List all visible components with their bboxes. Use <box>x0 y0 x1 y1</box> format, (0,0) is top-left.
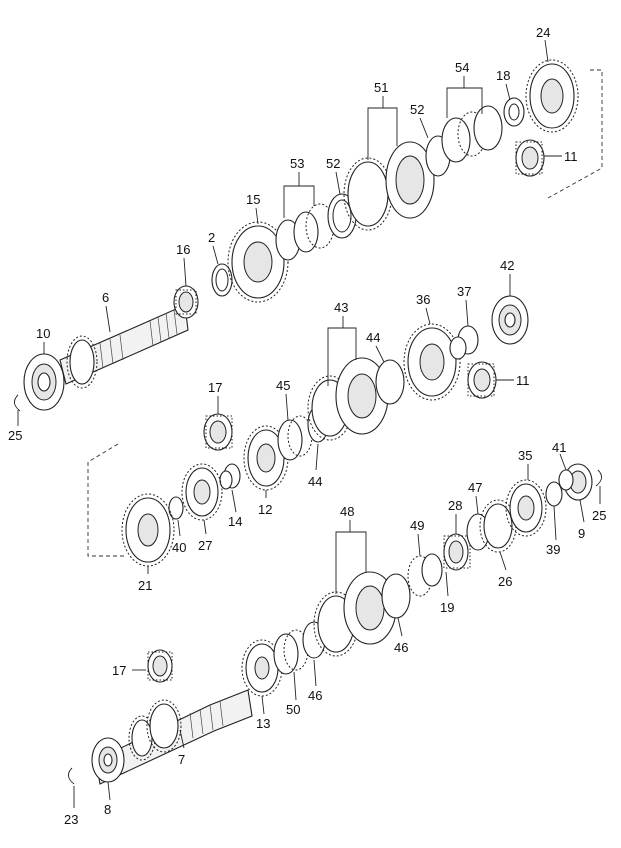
synchronizer-43 <box>307 357 389 441</box>
ring-40 <box>168 496 184 520</box>
callout-50: 50 <box>286 702 300 717</box>
callout-41: 41 <box>552 440 566 455</box>
callout-45: 45 <box>276 378 290 393</box>
callout-36: 36 <box>416 292 430 307</box>
synchro-ring-53 <box>275 203 335 261</box>
callout-49: 49 <box>410 518 424 533</box>
leader-lines <box>17 39 601 808</box>
callout-39: 39 <box>546 542 560 557</box>
collar-18 <box>503 97 525 127</box>
callout-48: 48 <box>340 504 354 519</box>
spacer-37 <box>449 325 479 360</box>
callout-18: 18 <box>496 68 510 83</box>
callout-52: 52 <box>410 102 424 117</box>
snap-ring-25b <box>595 469 602 487</box>
ring-2 <box>211 263 233 297</box>
callout-53: 53 <box>290 156 304 171</box>
callout-7: 7 <box>178 752 185 767</box>
callout-17: 17 <box>112 663 126 678</box>
bearing-8 <box>91 737 125 783</box>
callout-40: 40 <box>172 540 186 555</box>
callout-16: 16 <box>176 242 190 257</box>
callout-25: 25 <box>8 428 22 443</box>
callout-17: 17 <box>208 380 222 395</box>
callout-54: 54 <box>455 60 469 75</box>
callout-46: 46 <box>394 640 408 655</box>
bearing-10 <box>23 353 65 411</box>
gear-27 <box>181 463 223 521</box>
callout-35: 35 <box>518 448 532 463</box>
callout-52: 52 <box>326 156 340 171</box>
callout-2: 2 <box>208 230 215 245</box>
callout-11: 11 <box>516 373 530 388</box>
synchro-ring-49 <box>407 553 443 597</box>
gear-36 <box>403 323 461 401</box>
main-shaft <box>59 304 189 389</box>
callout-43: 43 <box>334 300 348 315</box>
callout-47: 47 <box>468 480 482 495</box>
spacer-14 <box>219 463 241 490</box>
callout-9: 9 <box>578 526 585 541</box>
dashed-boundary-left <box>87 443 124 557</box>
dashed-boundary-top <box>547 69 603 199</box>
callout-24: 24 <box>536 25 550 40</box>
snap-ring-23 <box>68 767 75 785</box>
snap-ring-25a <box>14 394 21 412</box>
ring-46a <box>381 573 411 619</box>
needle-bearing-16 <box>173 285 199 319</box>
synchro-ring-45 <box>277 415 313 461</box>
callout-12: 12 <box>258 502 272 517</box>
gear-35 <box>505 479 547 537</box>
callout-13: 13 <box>256 716 270 731</box>
bearing-42 <box>491 295 529 345</box>
needle-bearing-17a <box>203 413 233 451</box>
callout-21: 21 <box>138 578 152 593</box>
gear-26 <box>479 499 517 553</box>
callout-46: 46 <box>308 688 322 703</box>
callout-6: 6 <box>102 290 109 305</box>
callout-19: 19 <box>440 600 454 615</box>
synchro-ring-54 <box>441 105 503 163</box>
callout-26: 26 <box>498 574 512 589</box>
callout-28: 28 <box>448 498 462 513</box>
callout-37: 37 <box>457 284 471 299</box>
callout-14: 14 <box>228 514 242 529</box>
callout-8: 8 <box>104 802 111 817</box>
callout-44: 44 <box>308 474 322 489</box>
callout-25: 25 <box>592 508 606 523</box>
callout-15: 15 <box>246 192 260 207</box>
callout-42: 42 <box>500 258 514 273</box>
needle-bearing-11a <box>515 139 545 177</box>
gear-24 <box>525 59 579 133</box>
callout-51: 51 <box>374 80 388 95</box>
callout-labels: 24 54 18 51 52 11 53 52 15 2 16 6 10 25 … <box>8 25 606 827</box>
ring-44a <box>375 359 405 405</box>
callout-11: 11 <box>564 149 578 164</box>
synchronizer-51 <box>343 141 435 231</box>
callout-44: 44 <box>366 330 380 345</box>
counter-shaft <box>95 689 253 785</box>
needle-bearing-17b <box>147 649 173 683</box>
ring-41 <box>558 469 574 491</box>
callout-27: 27 <box>198 538 212 553</box>
gear-21 <box>121 493 175 567</box>
sleeve-28 <box>443 533 471 571</box>
callout-10: 10 <box>36 326 50 341</box>
callout-23: 23 <box>64 812 78 827</box>
needle-bearing-11b <box>467 361 497 399</box>
